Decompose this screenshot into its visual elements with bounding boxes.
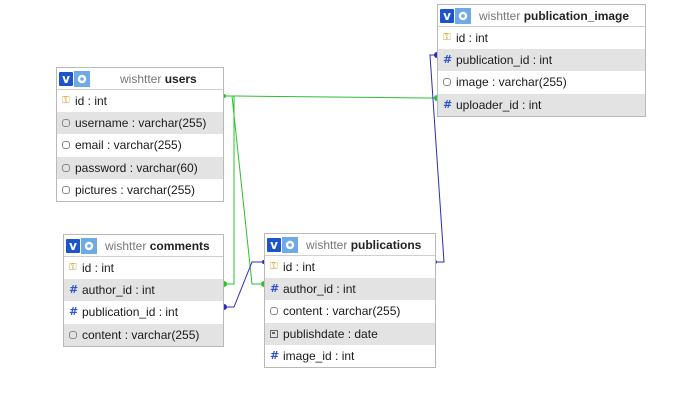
table-header[interactable]: v wishtter comments — [64, 235, 223, 257]
gear-icon[interactable] — [81, 237, 97, 254]
key-icon — [62, 96, 70, 106]
gear-icon[interactable] — [282, 236, 298, 253]
column-label: publishdate : date — [283, 326, 378, 341]
column-row[interactable]: content : varchar(255) — [64, 323, 223, 346]
table-header[interactable]: v wishtter publication_image — [438, 5, 645, 27]
column-row[interactable]: username : varchar(255) — [57, 112, 223, 135]
table-name: users — [164, 71, 197, 86]
column-row[interactable]: image : varchar(255) — [438, 71, 645, 93]
column-label: id : int — [82, 261, 115, 276]
table-title[interactable]: wishtter publications — [306, 238, 421, 252]
column-label: id : int — [75, 94, 108, 109]
column-row[interactable]: publishdate : date — [265, 322, 435, 345]
db-name: wishtter — [306, 237, 348, 252]
column-row[interactable]: #publication_id : int — [64, 301, 223, 323]
column-row[interactable]: id : int — [57, 90, 223, 112]
view-toggle-icon[interactable]: v — [59, 71, 73, 86]
table-comments[interactable]: v wishtter comments id : int #author_id … — [63, 234, 224, 347]
link-publications-publication-image — [429, 54, 445, 263]
number-icon: # — [270, 282, 280, 296]
number-icon: # — [443, 53, 453, 67]
column-row[interactable]: pictures : varchar(255) — [57, 179, 223, 201]
number-icon: # — [270, 348, 280, 362]
column-label: pictures : varchar(255) — [75, 182, 196, 197]
view-toggle-icon[interactable]: v — [66, 238, 80, 253]
column-label: id : int — [283, 260, 316, 275]
link-users-publication-image-uploader — [224, 95, 437, 99]
string-icon — [62, 141, 70, 150]
string-icon — [270, 307, 278, 316]
column-row[interactable]: #author_id : int — [64, 279, 223, 302]
table-publications[interactable]: v wishtter publications id : int #author… — [264, 233, 436, 368]
column-label: image : varchar(255) — [456, 75, 567, 90]
column-label: id : int — [456, 31, 489, 46]
db-name: wishtter — [120, 71, 162, 86]
number-icon: # — [69, 283, 79, 297]
link-users-publications-author — [224, 95, 264, 285]
key-icon — [69, 263, 77, 273]
table-title[interactable]: wishtter publication_image — [479, 9, 629, 23]
column-label: author_id : int — [283, 282, 356, 297]
key-icon — [443, 33, 451, 43]
column-row[interactable]: #publication_id : int — [438, 49, 645, 72]
column-row[interactable]: #author_id : int — [265, 278, 435, 301]
link-users-comments-author — [224, 95, 235, 285]
table-name: comments — [149, 238, 210, 253]
table-header[interactable]: v wishtter publications — [265, 234, 435, 256]
column-label: publication_id : int — [82, 305, 179, 320]
column-row[interactable]: #image_id : int — [265, 345, 435, 367]
table-title[interactable]: wishtter comments — [105, 239, 210, 253]
column-label: content : varchar(255) — [82, 327, 200, 342]
column-label: author_id : int — [82, 283, 155, 298]
column-row[interactable]: content : varchar(255) — [265, 300, 435, 322]
column-label: uploader_id : int — [456, 97, 542, 112]
db-name: wishtter — [105, 238, 147, 253]
column-label: password : varchar(60) — [75, 160, 198, 175]
table-publication-image[interactable]: v wishtter publication_image id : int #p… — [437, 4, 646, 117]
string-icon — [443, 78, 451, 87]
column-label: email : varchar(255) — [75, 138, 182, 153]
view-toggle-icon[interactable]: v — [440, 8, 454, 23]
view-toggle-icon[interactable]: v — [267, 237, 281, 252]
table-title[interactable]: wishtter users — [120, 72, 197, 86]
column-label: username : varchar(255) — [75, 116, 207, 131]
link-publications-comments-publication — [224, 261, 264, 308]
gear-icon[interactable] — [455, 7, 471, 24]
string-icon — [62, 185, 70, 194]
string-icon — [69, 330, 77, 339]
key-icon — [270, 262, 278, 272]
date-icon — [270, 329, 278, 338]
db-name: wishtter — [479, 8, 521, 23]
column-row[interactable]: id : int — [265, 256, 435, 278]
number-icon: # — [443, 97, 453, 111]
column-label: publication_id : int — [456, 53, 553, 68]
string-icon — [62, 119, 70, 128]
column-row[interactable]: #uploader_id : int — [438, 93, 645, 116]
gear-icon[interactable] — [74, 70, 90, 87]
string-icon — [62, 163, 70, 172]
table-name: publication_image — [523, 8, 630, 23]
column-label: image_id : int — [283, 348, 355, 363]
table-header[interactable]: v wishtter users — [57, 68, 223, 90]
column-row[interactable]: id : int — [64, 257, 223, 279]
column-label: content : varchar(255) — [283, 304, 401, 319]
table-users[interactable]: v wishtter users id : int username : var… — [56, 67, 224, 202]
table-name: publications — [350, 237, 422, 252]
column-row[interactable]: email : varchar(255) — [57, 134, 223, 156]
column-row[interactable]: id : int — [438, 27, 645, 49]
number-icon: # — [69, 305, 79, 319]
column-row[interactable]: password : varchar(60) — [57, 156, 223, 179]
